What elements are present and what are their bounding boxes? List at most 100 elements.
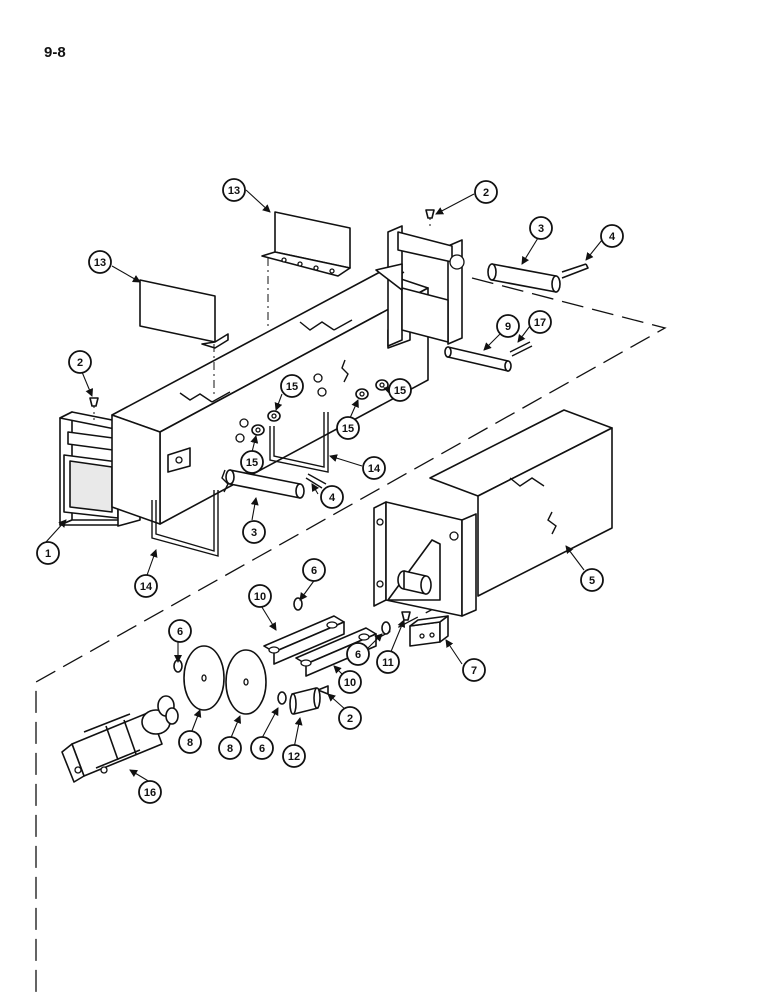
callout-3: 3: [529, 216, 553, 240]
callout-circle: [462, 658, 486, 682]
callout-label: 2: [483, 187, 489, 199]
link-bar-upper: [263, 615, 345, 665]
callout-10: 10: [338, 670, 362, 694]
callout-14: 14: [134, 574, 158, 598]
callout-label: 6: [311, 565, 317, 577]
callout-label: 13: [94, 257, 106, 269]
callout-1: 1: [36, 541, 60, 565]
callout-15: 15: [280, 374, 304, 398]
callout-label: 14: [140, 581, 153, 593]
callout-12: 12: [282, 744, 306, 768]
callout-circle: [280, 374, 304, 398]
callout-15: 15: [336, 416, 360, 440]
lynch-pin-lower: [305, 473, 327, 489]
callout-circle: [474, 180, 498, 204]
snap-ring: [381, 621, 391, 635]
angle-plate-upper: [261, 211, 351, 277]
grease-fitting-11: [401, 611, 411, 621]
callout-6: 6: [250, 736, 274, 760]
callout-label: 15: [246, 457, 258, 469]
callout-8: 8: [218, 736, 242, 760]
callout-label: 11: [382, 657, 394, 669]
callout-16: 16: [138, 780, 162, 804]
callout-label: 14: [368, 463, 381, 475]
callout-label: 3: [538, 223, 544, 235]
callout-label: 10: [344, 677, 356, 689]
callout-label: 8: [187, 737, 193, 749]
callout-circle: [496, 314, 520, 338]
u-bolt-right-inner: [273, 412, 325, 468]
callout-15: 15: [388, 378, 412, 402]
callout-2: 2: [338, 706, 362, 730]
callout-circle: [338, 670, 362, 694]
callout-circle: [282, 744, 306, 768]
callout-9: 9: [496, 314, 520, 338]
callout-label: 2: [347, 713, 353, 725]
callout-label: 1: [45, 548, 51, 560]
callout-circle: [248, 584, 272, 608]
callout-circle: [362, 456, 386, 480]
pin-upper: [487, 263, 561, 293]
callout-circle: [178, 730, 202, 754]
callout-circle: [138, 780, 162, 804]
page-number: 9-8: [44, 44, 66, 61]
callout-label: 7: [471, 665, 477, 677]
callout-11: 11: [376, 650, 400, 674]
callout-label: 10: [254, 591, 266, 603]
callout-label: 15: [394, 385, 406, 397]
callout-circle: [336, 416, 360, 440]
callout-circle: [168, 619, 192, 643]
callout-13: 13: [88, 250, 112, 274]
callout-4: 4: [320, 485, 344, 509]
hydraulic-cylinder: [61, 695, 179, 783]
callout-label: 12: [288, 751, 300, 763]
callout-label: 4: [609, 231, 616, 243]
callout-label: 2: [77, 357, 83, 369]
callout-label: 16: [144, 787, 156, 799]
callout-circle: [528, 310, 552, 334]
pivot-pin: [289, 687, 321, 715]
cotter-pin-17: [509, 341, 533, 357]
callout-label: 3: [251, 527, 257, 539]
u-bolt-left-inner: [155, 490, 215, 552]
lynch-pin-upper: [561, 263, 589, 279]
grease-fitting: [317, 685, 329, 695]
main-frame-tube: [59, 225, 465, 527]
callout-6: 6: [168, 619, 192, 643]
grease-fitting: [89, 397, 99, 407]
callout-6: 6: [346, 642, 370, 666]
callout-label: 13: [228, 185, 240, 197]
lower-tube: [373, 409, 613, 617]
callout-label: 6: [177, 626, 183, 638]
callout-4: 4: [600, 224, 624, 248]
callout-label: 8: [227, 743, 233, 755]
callout-circle: [302, 558, 326, 582]
callout-circle: [242, 520, 266, 544]
callout-circle: [600, 224, 624, 248]
callout-label: 9: [505, 321, 511, 333]
assembly-boundary-line: [35, 277, 667, 1000]
callout-circle: [346, 642, 370, 666]
angle-plate-lower: [139, 279, 229, 349]
snap-ring: [277, 691, 287, 705]
callout-15: 15: [240, 450, 264, 474]
callout-label: 5: [589, 575, 595, 587]
callout-circle: [240, 450, 264, 474]
callout-circle: [320, 485, 344, 509]
callout-label: 17: [534, 317, 546, 329]
callout-circle: [36, 541, 60, 565]
callout-circle: [250, 736, 274, 760]
callout-label: 6: [259, 743, 265, 755]
snap-ring: [293, 597, 303, 611]
callout-circle: [388, 378, 412, 402]
callout-circle: [68, 350, 92, 374]
callout-2: 2: [474, 180, 498, 204]
callout-10: 10: [248, 584, 272, 608]
callout-circle: [376, 650, 400, 674]
callout-label: 6: [355, 649, 361, 661]
disc: [183, 645, 267, 715]
callout-5: 5: [580, 568, 604, 592]
callout-label: 4: [329, 492, 336, 504]
